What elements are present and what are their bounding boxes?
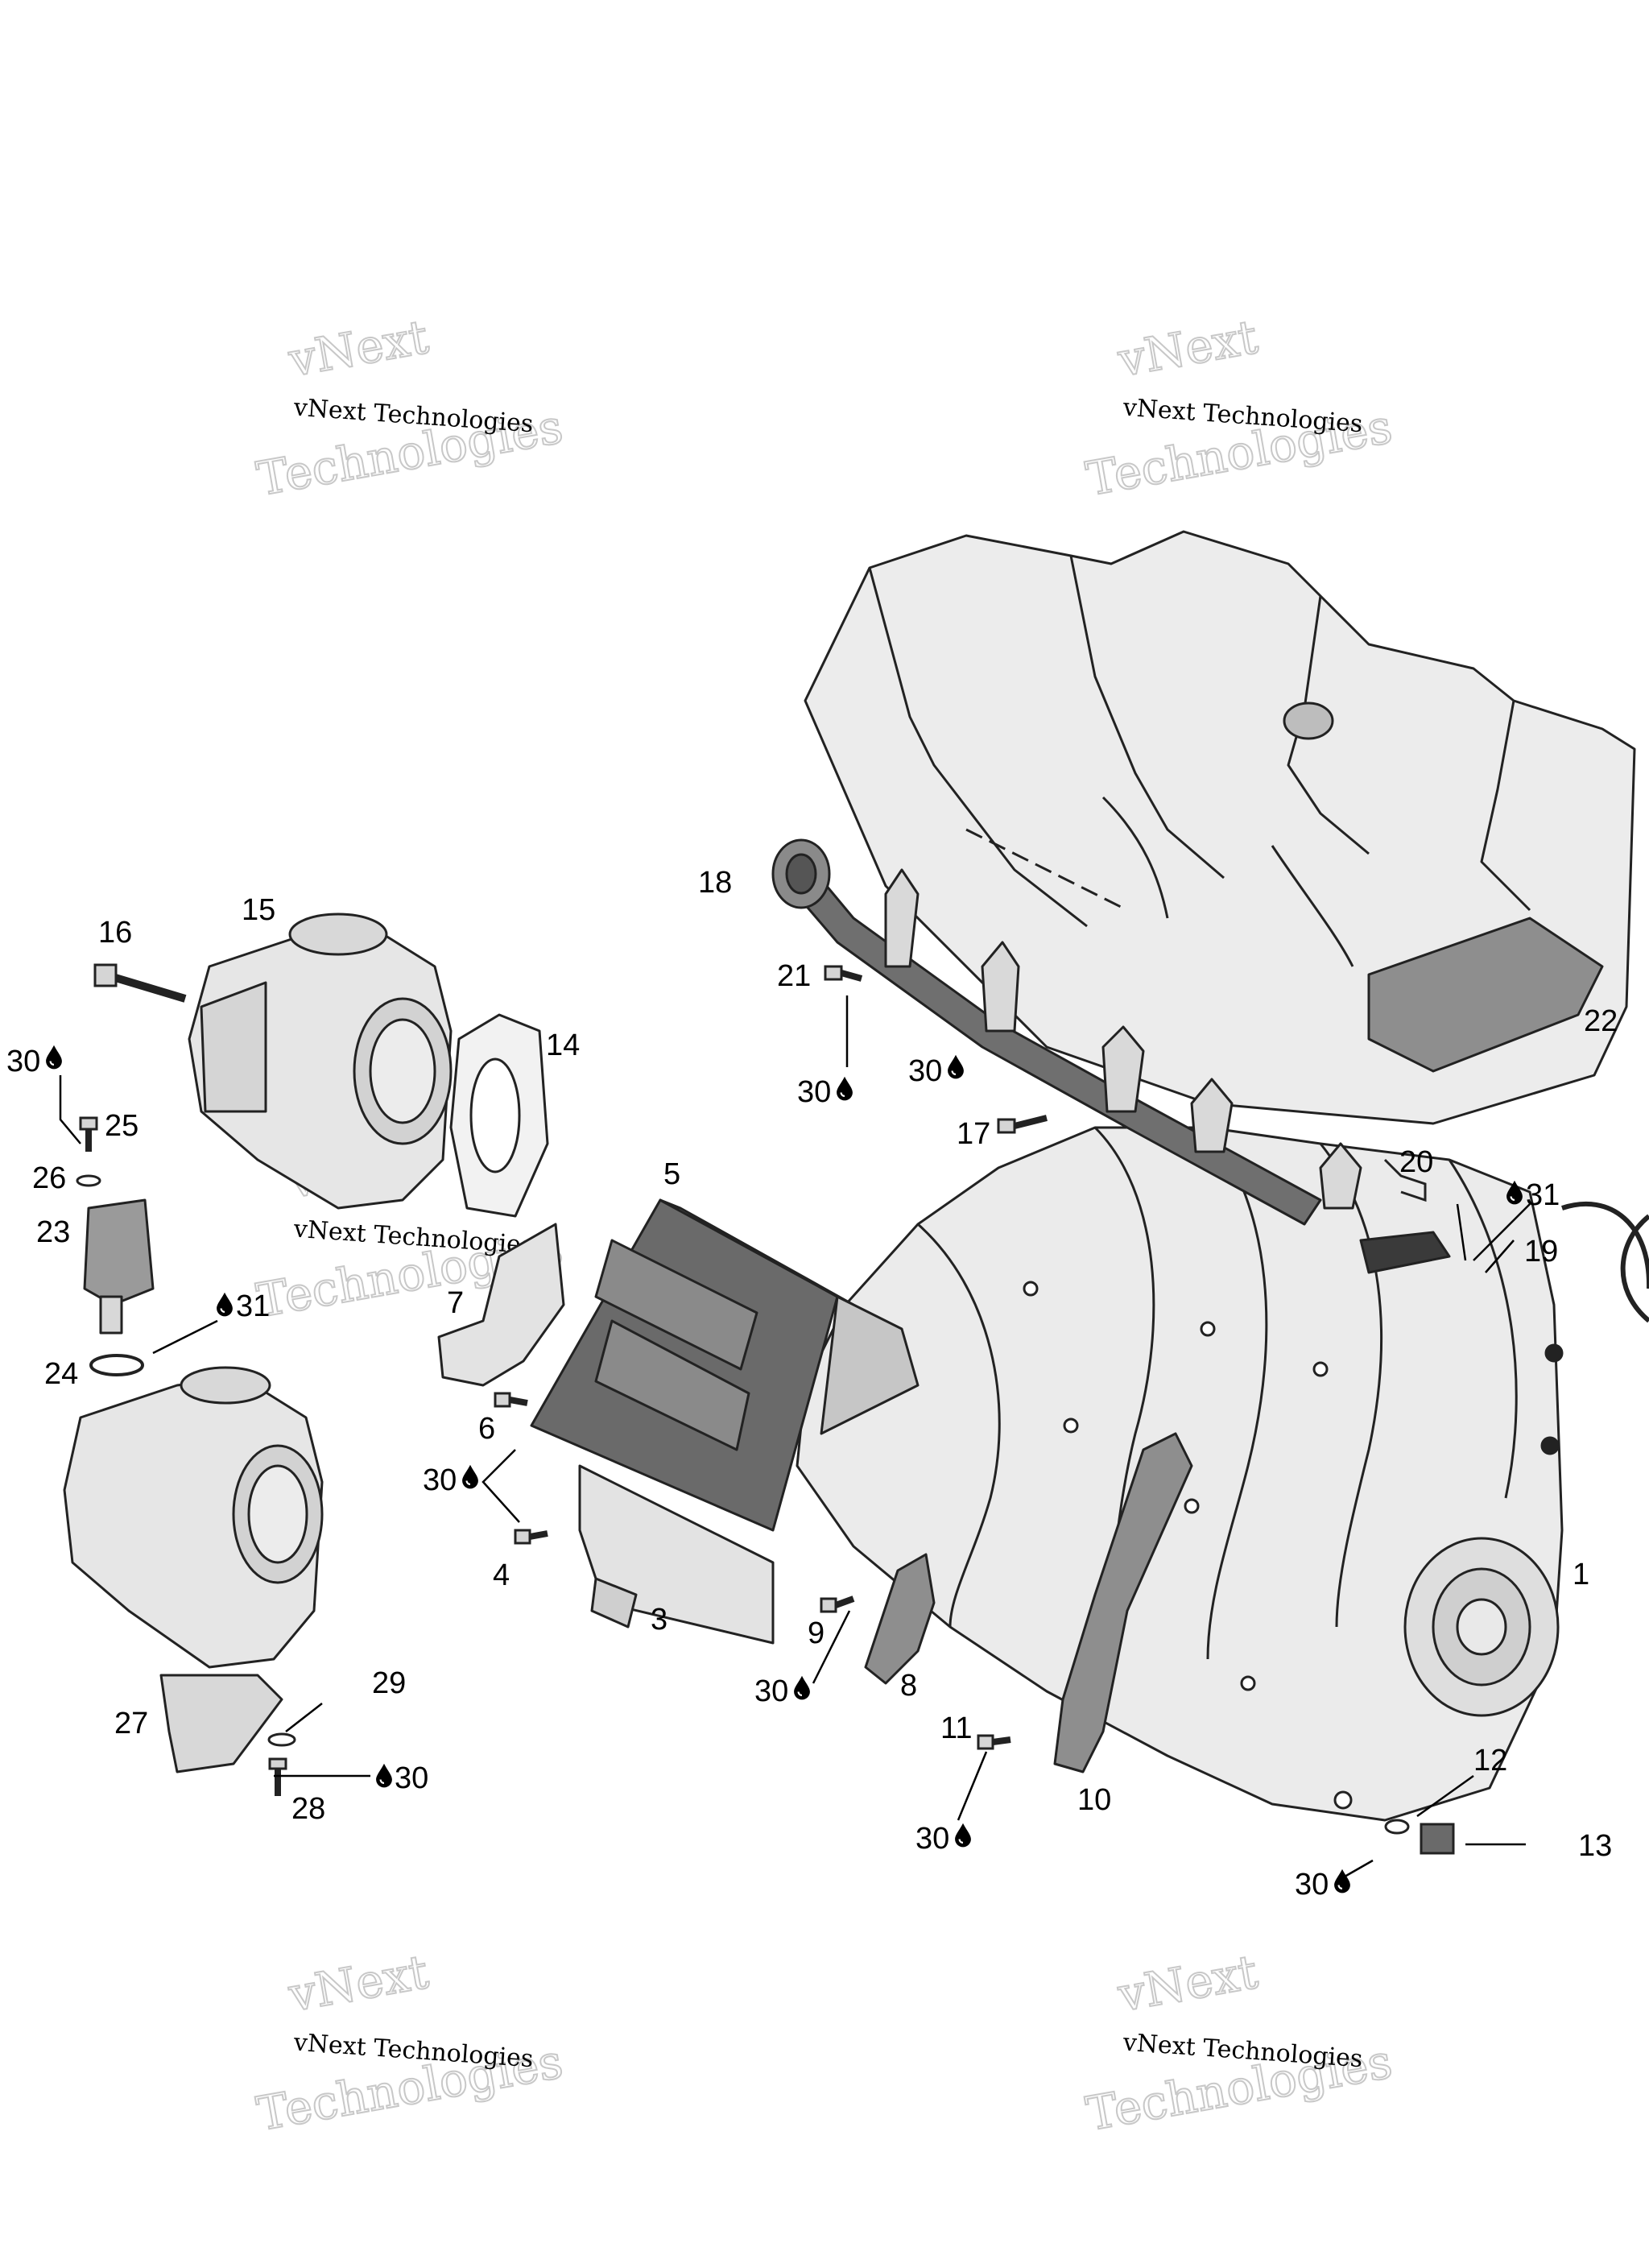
callout-17: 17 <box>957 1117 990 1151</box>
svg-text:30: 30 <box>797 1075 831 1109</box>
callout-27: 27 <box>114 1707 148 1740</box>
svg-text:30: 30 <box>423 1463 457 1497</box>
callout-labels: 1 3 4 5 6 7 8 9 10 11 12 13 14 15 16 17 … <box>32 866 1618 1863</box>
part-15-throttle-body-upper <box>188 913 453 1210</box>
lube-30-f: 30 <box>375 1761 428 1795</box>
part-14-gasket <box>449 1013 549 1218</box>
lube-30-b: 30 <box>797 1075 853 1109</box>
drop-icon <box>954 1822 972 1848</box>
callout-19: 19 <box>1524 1235 1558 1269</box>
lube-30-c: 30 <box>908 1053 965 1088</box>
svg-text:30: 30 <box>6 1045 40 1078</box>
lube-30-d: 30 <box>423 1463 479 1497</box>
part-19-injector <box>1359 1231 1451 1274</box>
part-11-screw <box>977 1734 1011 1750</box>
drop-icon <box>1333 1868 1351 1893</box>
part-26-washer <box>76 1174 101 1187</box>
svg-text:30: 30 <box>908 1054 942 1088</box>
part-8-bracket <box>864 1553 936 1685</box>
watermark-big-a: vNext <box>1114 1944 1262 2022</box>
callout-6: 6 <box>478 1412 495 1446</box>
leader-lines <box>59 995 1531 1878</box>
callout-10: 10 <box>1077 1783 1111 1817</box>
part-18-fuel-rail <box>771 838 1362 1226</box>
callout-5: 5 <box>663 1157 680 1191</box>
callout-15: 15 <box>242 893 275 927</box>
callout-12: 12 <box>1473 1744 1507 1778</box>
part-24-o-ring <box>89 1354 144 1376</box>
callout-24: 24 <box>44 1357 78 1391</box>
callout-21: 21 <box>777 959 811 993</box>
lubricant-callouts: 30 30 30 31 31 30 30 30 30 30 <box>6 1044 1560 1902</box>
part-13-plug <box>1420 1823 1455 1855</box>
part-10-bracket <box>1053 1432 1193 1773</box>
drop-icon <box>375 1762 393 1788</box>
callout-25: 25 <box>105 1109 138 1143</box>
callout-4: 4 <box>493 1558 510 1592</box>
drop-icon <box>793 1674 811 1700</box>
lube-31-a: 31 <box>1506 1178 1560 1212</box>
part-7-bracket <box>437 1223 565 1387</box>
svg-text:30: 30 <box>754 1674 788 1708</box>
part-3-bracket <box>578 1464 775 1645</box>
watermark-big-a: vNext <box>1114 309 1262 387</box>
drop-icon <box>461 1463 479 1489</box>
callout-22: 22 <box>1584 1004 1618 1038</box>
callout-11: 11 <box>940 1711 972 1745</box>
part-28-screw <box>268 1757 287 1796</box>
callout-9: 9 <box>808 1616 824 1650</box>
part-1-intake-manifold <box>796 1126 1649 1822</box>
callout-20: 20 <box>1399 1145 1433 1179</box>
svg-text:30: 30 <box>915 1822 949 1856</box>
part-23-sensor <box>83 1198 155 1335</box>
watermark-top-left: vNext Technologies vNext Technologies <box>252 308 568 507</box>
callout-13: 13 <box>1578 1829 1612 1863</box>
throttle-body-lower <box>63 1366 324 1669</box>
part-5-ecm-module <box>530 1198 920 1532</box>
callout-28: 28 <box>291 1792 325 1826</box>
callout-3: 3 <box>651 1603 667 1637</box>
part-25-screw <box>79 1116 98 1152</box>
part-17-screw <box>997 1115 1048 1134</box>
fasteners <box>494 965 1455 1855</box>
part-9-screw <box>820 1595 855 1613</box>
drop-icon <box>216 1291 234 1317</box>
svg-text:31: 31 <box>1526 1178 1560 1212</box>
lube-30-a: 30 <box>6 1044 63 1078</box>
callout-26: 26 <box>32 1161 66 1195</box>
callout-16: 16 <box>98 916 132 950</box>
callout-14: 14 <box>546 1028 580 1062</box>
callout-7: 7 <box>447 1286 464 1320</box>
callout-8: 8 <box>900 1669 917 1703</box>
svg-text:30: 30 <box>1295 1868 1329 1902</box>
callout-23: 23 <box>36 1215 70 1249</box>
watermark-top-right: vNext Technologies vNext Technologies <box>1081 308 1397 507</box>
part-12-washer <box>1384 1819 1410 1835</box>
watermark-bottom-right: vNext Technologies vNext Technologies <box>1081 1943 1397 2142</box>
drop-icon <box>836 1075 853 1101</box>
watermark-big-a: vNext <box>284 1944 432 2022</box>
callout-29: 29 <box>372 1666 406 1700</box>
part-6-screw <box>494 1392 528 1408</box>
watermark-bottom-left: vNext Technologies vNext Technologies <box>252 1943 568 2142</box>
lube-31-b: 31 <box>216 1289 270 1323</box>
lube-30-g: 30 <box>915 1822 972 1856</box>
svg-text:31: 31 <box>236 1289 270 1323</box>
part-20-clip <box>1383 1158 1427 1202</box>
callout-18: 18 <box>698 866 732 900</box>
part-27-cover-plate <box>159 1674 283 1773</box>
part-29-washer <box>267 1732 296 1747</box>
watermark-big-a: vNext <box>284 309 432 387</box>
svg-text:30: 30 <box>395 1761 428 1795</box>
drop-icon <box>45 1044 63 1070</box>
part-21-screw <box>824 965 863 982</box>
callout-1: 1 <box>1573 1558 1589 1591</box>
drop-icon <box>947 1053 965 1079</box>
lube-30-e: 30 <box>754 1674 811 1708</box>
part-4-screw <box>514 1529 548 1545</box>
part-22-engine-cover <box>804 530 1636 1125</box>
lube-30-h: 30 <box>1295 1868 1351 1902</box>
part-16-bolt <box>93 963 187 1003</box>
